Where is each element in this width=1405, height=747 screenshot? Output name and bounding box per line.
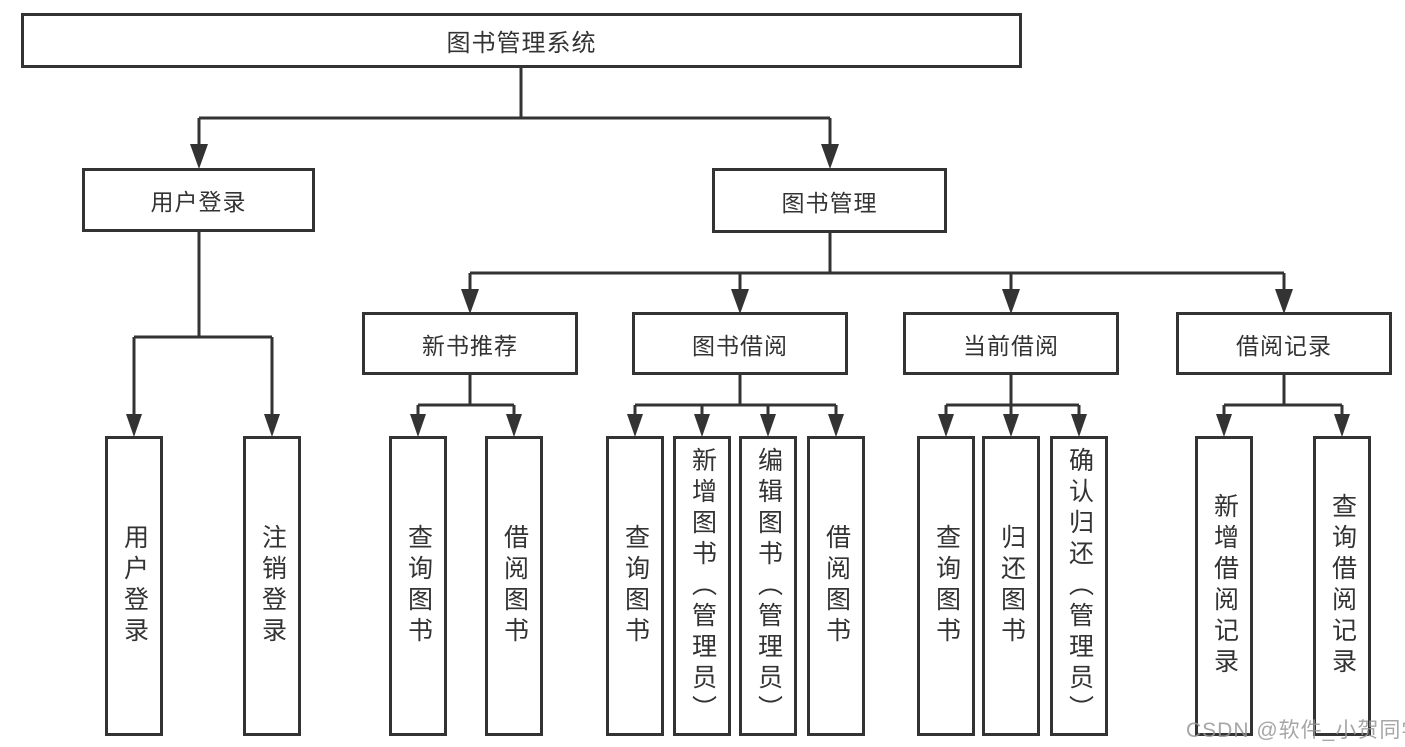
- node-book-borrow: 图书借阅: [632, 312, 848, 375]
- leaf-return-books-label: 归还图书: [997, 524, 1026, 648]
- leaf-user-login-label: 用户登录: [120, 524, 149, 648]
- leaf-borrow-books: 借阅图书: [807, 436, 865, 736]
- node-book-management: 图书管理: [712, 168, 947, 233]
- leaf-add-borrow-record: 新增借阅记录: [1195, 436, 1253, 736]
- leaf-query-books-current: 查询图书: [917, 436, 975, 736]
- node-borrow-record-label: 借阅记录: [1236, 332, 1332, 359]
- leaf-return-books: 归还图书: [982, 436, 1040, 736]
- leaf-logout: 注销登录: [243, 436, 301, 736]
- csdn-watermark: CSDN @软件_小贺同学: [1186, 719, 1405, 742]
- leaf-edit-books-admin: 编辑图书（管理员）: [739, 436, 797, 736]
- leaf-query-books-borrow-label: 查询图书: [621, 524, 650, 648]
- node-root-label: 图书管理系统: [446, 30, 597, 57]
- leaf-query-books-current-label: 查询图书: [932, 524, 961, 648]
- leaf-add-borrow-record-label: 新增借阅记录: [1210, 493, 1239, 679]
- node-borrow-record: 借阅记录: [1176, 312, 1392, 375]
- node-current-borrow-label: 当前借阅: [963, 332, 1059, 359]
- leaf-query-borrow-record: 查询借阅记录: [1313, 436, 1371, 736]
- leaf-logout-label: 注销登录: [258, 524, 287, 648]
- leaf-query-books-borrow: 查询图书: [606, 436, 664, 736]
- node-book-borrow-label: 图书借阅: [692, 332, 788, 359]
- leaf-query-books-recommend: 查询图书: [389, 436, 447, 736]
- node-new-book-recommend-label: 新书推荐: [422, 332, 518, 359]
- leaf-confirm-return-admin-label: 确认归还（管理员）: [1065, 446, 1094, 726]
- leaf-query-borrow-record-label: 查询借阅记录: [1328, 493, 1357, 679]
- leaf-add-books-admin-label: 新增图书（管理员）: [688, 446, 717, 726]
- leaf-edit-books-admin-label: 编辑图书（管理员）: [754, 446, 783, 726]
- leaf-borrow-books-recommend: 借阅图书: [485, 436, 543, 736]
- leaf-borrow-books-recommend-label: 借阅图书: [500, 524, 529, 648]
- node-user-login-label: 用户登录: [150, 189, 247, 215]
- leaf-borrow-books-label: 借阅图书: [822, 524, 851, 648]
- leaf-query-books-recommend-label: 查询图书: [404, 524, 433, 648]
- leaf-user-login: 用户登录: [105, 436, 163, 736]
- leaf-confirm-return-admin: 确认归还（管理员）: [1050, 436, 1108, 736]
- node-current-borrow: 当前借阅: [903, 312, 1119, 375]
- node-user-login: 用户登录: [82, 168, 315, 232]
- node-root-system: 图书管理系统: [21, 13, 1022, 68]
- node-new-book-recommend: 新书推荐: [362, 312, 578, 375]
- node-book-management-label: 图书管理: [781, 189, 878, 216]
- leaf-add-books-admin: 新增图书（管理员）: [673, 436, 731, 736]
